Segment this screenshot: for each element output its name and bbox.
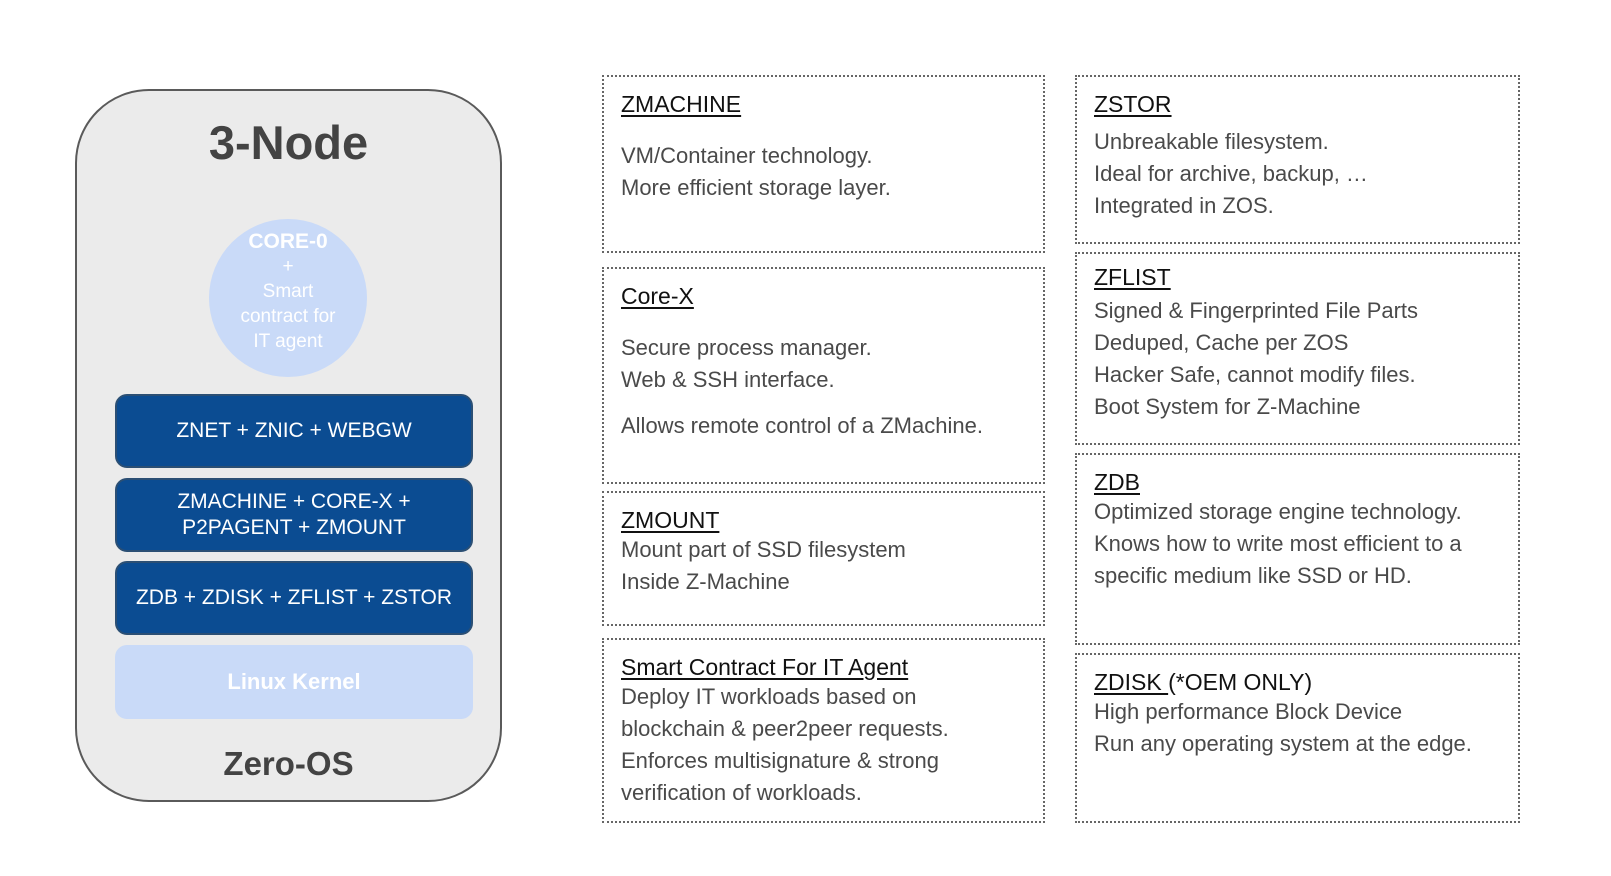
component-line: Ideal for archive, backup, … [1094,161,1368,186]
component-title: ZSTOR [1094,91,1172,117]
component-line: Inside Z-Machine [621,569,790,594]
layer-network: ZNET + ZNIC + WEBGW [115,394,473,468]
component-title-row: ZDISK (*OEM ONLY) [1094,669,1518,696]
component-line: Knows how to write most efficient to a [1094,531,1462,556]
component-title: ZFLIST [1094,264,1171,290]
core-0-line: Smart [262,281,314,302]
component-line: Signed & Fingerprinted File Parts [1094,298,1419,323]
component-line: specific medium like SSD or HD. [1094,563,1412,588]
layer-storage: ZDB + ZDISK + ZFLIST + ZSTOR [115,561,473,635]
component-line: Secure process manager. [621,335,872,360]
component-title: ZDISK [1094,669,1169,695]
component-line: Run any operating system at the edge. [1094,731,1472,756]
node-stack: 3-Node CORE-0 + Smart contract for IT ag… [75,89,502,802]
layer-compute: ZMACHINE + CORE-X + P2PAGENT + ZMOUNT [115,478,473,552]
component-zdisk: ZDISK (*OEM ONLY) High performance Block… [1075,653,1520,823]
component-title: ZMOUNT [621,507,720,533]
component-line: Enforces multisignature & strong [621,748,939,773]
component-title: ZDB [1094,469,1140,495]
component-line: More efficient storage layer. [621,175,891,200]
component-line: verification of workloads. [621,780,862,805]
component-line: Deploy IT workloads based on [621,684,917,709]
node-footer: Zero-OS [223,745,354,782]
component-zdb: ZDB Optimized storage engine technology.… [1075,453,1520,645]
component-line: Unbreakable filesystem. [1094,129,1329,154]
component-zmount: ZMOUNT Mount part of SSD filesystem Insi… [602,491,1045,626]
component-line: blockchain & peer2peer requests. [621,716,949,741]
core-0-line: + [282,256,294,277]
node-title: 3-Node [208,116,369,169]
component-zmachine: ZMACHINE VM/Container technology. More e… [602,75,1045,253]
component-line: Mount part of SSD filesystem [621,537,906,562]
layer-linux-kernel: Linux Kernel [115,645,473,719]
component-corex: Core-X Secure process manager. Web & SSH… [602,267,1045,484]
component-zflist: ZFLIST Signed & Fingerprinted File Parts… [1075,252,1520,445]
component-zstor: ZSTOR Unbreakable filesystem. Ideal for … [1075,75,1520,244]
component-title: Core-X [621,283,694,309]
component-line: VM/Container technology. [621,143,873,168]
component-line: Deduped, Cache per ZOS [1094,330,1349,355]
component-title: Smart Contract For IT Agent [621,654,909,680]
component-smart-contract: Smart Contract For IT Agent Deploy IT wo… [602,638,1045,823]
component-line: Boot System for Z-Machine [1094,394,1361,419]
core-0-circle: CORE-0 + Smart contract for IT agent [209,219,367,377]
component-title-suffix: (*OEM ONLY) [1168,669,1313,695]
core-0-line: IT agent [253,331,323,352]
component-line: Optimized storage engine technology. [1094,499,1462,524]
component-line: High performance Block Device [1094,699,1403,724]
component-line: Hacker Safe, cannot modify files. [1094,362,1416,387]
core-0-label: CORE-0 [248,230,328,253]
component-line: Allows remote control of a ZMachine. [621,413,983,438]
component-line: Integrated in ZOS. [1094,193,1274,218]
component-title: ZMACHINE [621,91,742,117]
core-0-line: contract for [240,306,336,327]
component-line: Web & SSH interface. [621,367,835,392]
